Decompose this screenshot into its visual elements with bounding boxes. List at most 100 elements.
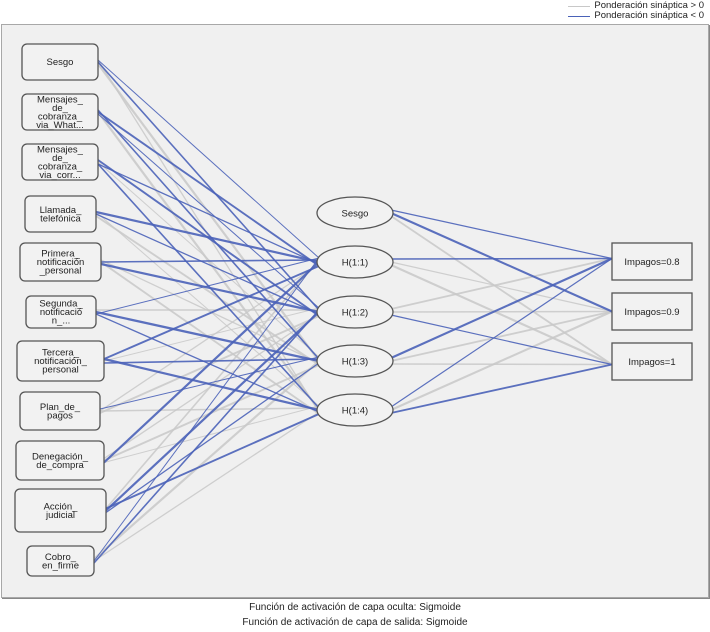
input-node: Sesgo: [21, 43, 99, 81]
hidden-node-ellipse: [316, 245, 394, 279]
output-node-label: Impagos=0.9: [624, 307, 679, 318]
input-node-box: [15, 440, 105, 481]
hidden-node-label: H(1:2): [342, 308, 368, 319]
legend-swatch-negative: [568, 15, 591, 17]
hidden-node-label: Sesgo: [342, 209, 369, 220]
output-activation-note: Función de activación de capa de salida:…: [242, 617, 468, 628]
input-node-box: [21, 143, 99, 181]
input-node-label: en_firme: [42, 560, 79, 571]
input-node-label: Mensajes_: [37, 144, 84, 155]
input-node-label: Primera_: [41, 249, 80, 260]
input-node: Mensajes_de_cobranza_via_What...: [21, 93, 99, 131]
input-node-label: via_corr...: [39, 170, 80, 181]
input-node-label: notificación_: [34, 356, 88, 367]
connection-i1-h3: [97, 109, 320, 360]
input-node-label: pagos: [47, 410, 73, 421]
input-node: Mensajes_de_cobranza_via_corr...: [21, 143, 99, 181]
input-node-label: personal: [42, 365, 78, 376]
input-node-box: [24, 195, 97, 233]
output-node: Impagos=0.9: [611, 292, 693, 331]
input-node-box: [14, 488, 107, 533]
input-node-label: telefónica: [40, 213, 81, 224]
connection-i4-h2: [100, 262, 320, 314]
connection-h0-o2: [390, 215, 613, 366]
connection-i0-h3: [97, 63, 320, 362]
connection-h2-o2: [390, 314, 613, 366]
connection-h3-o1: [390, 310, 613, 362]
connection-h1-o1: [390, 261, 613, 313]
legend-label-positive: Ponderación sináptica > 0: [594, 0, 704, 11]
input-node-label: cobranza_: [38, 161, 83, 172]
connection-i8-h1: [103, 261, 320, 464]
legend: Ponderación sináptica > 0 Ponderación si…: [568, 1, 704, 21]
legend-item-negative: Ponderación sináptica < 0: [568, 11, 704, 21]
hidden-node-ellipse: [316, 295, 394, 329]
hidden-node: H(1:3): [316, 344, 394, 378]
connection-i1-h2: [97, 113, 320, 309]
connection-i2-h3: [97, 161, 320, 358]
connection-h0-o1: [390, 212, 613, 313]
connection-i7-h3: [99, 356, 320, 410]
connection-h2-o1: [390, 310, 613, 313]
connection-i4-h1: [100, 259, 320, 263]
input-node: Cobro_en_firme: [26, 545, 95, 577]
output-node-box: [611, 292, 693, 331]
connections: [93, 59, 613, 564]
input-node-label: Plan_de_: [40, 402, 81, 413]
connection-h4-o0: [390, 258, 613, 408]
output-node: Impagos=0.8: [611, 242, 693, 281]
input-node-label: cobranza_: [38, 111, 83, 122]
input-node-label: judicial: [45, 510, 75, 521]
output-node-box: [611, 242, 693, 281]
input-node-label: Cobro_: [45, 552, 77, 563]
input-node-label: Sesgo: [47, 57, 74, 68]
hidden-node: H(1:2): [316, 295, 394, 329]
input-node-box: [26, 545, 95, 577]
hidden-node-label: H(1:1): [342, 258, 368, 269]
input-node-box: [25, 295, 97, 329]
connection-i6-h4: [103, 357, 320, 412]
connection-i0-h2: [97, 61, 320, 311]
input-node-box: [21, 93, 99, 131]
connection-i6-h2: [103, 307, 320, 362]
connection-i10-h3: [93, 360, 320, 560]
input-node-box: [19, 242, 102, 282]
connection-i10-h1: [93, 257, 320, 562]
input-node: Primera_notificación_personal: [19, 242, 102, 282]
connection-i9-h4: [105, 413, 320, 510]
connection-i3-h1: [95, 210, 320, 264]
input-node: Segunda_notificación_...: [25, 295, 97, 329]
input-node-label: via_What...: [36, 120, 84, 131]
connection-i9-h2: [105, 311, 320, 512]
connection-i9-h3: [105, 362, 320, 514]
connection-i3-h4: [95, 211, 320, 407]
input-node-label: Llamada_: [40, 205, 82, 216]
input-node-label: Tercera_: [42, 348, 80, 359]
input-node-box: [19, 391, 101, 431]
hidden-node-ellipse: [316, 393, 394, 427]
connection-i2-h1: [97, 163, 320, 265]
hidden-node-ellipse: [316, 344, 394, 378]
input-node-label: de_: [52, 103, 69, 114]
connection-i3-h3: [95, 215, 320, 366]
connection-h0-o0: [390, 209, 613, 260]
connection-i10-h2: [93, 309, 320, 564]
input-node-label: Denegación_: [32, 451, 89, 462]
input-node-label: _personal: [39, 266, 82, 277]
connection-i8-h4: [103, 405, 320, 463]
footer: Función de activación de capa oculta: Si…: [0, 600, 710, 630]
input-node-label: Mensajes_: [37, 94, 84, 105]
input-node-label: notificació: [40, 307, 82, 318]
legend-item-positive: Ponderación sináptica > 0: [568, 1, 704, 11]
hidden-node-label: H(1:3): [342, 357, 368, 368]
output-node-label: Impagos=1: [628, 357, 675, 368]
connection-i0-h1: [97, 59, 320, 259]
input-node: Tercera_notificación_personal: [16, 340, 105, 382]
connection-i10-h4: [93, 411, 320, 562]
input-node-label: de_compra: [36, 460, 84, 471]
input-node: Llamada_telefónica: [24, 195, 97, 233]
hidden-node: H(1:1): [316, 245, 394, 279]
connection-h3-o2: [390, 363, 613, 366]
connection-h3-o0: [390, 257, 613, 359]
legend-label-negative: Ponderación sináptica < 0: [594, 10, 704, 21]
